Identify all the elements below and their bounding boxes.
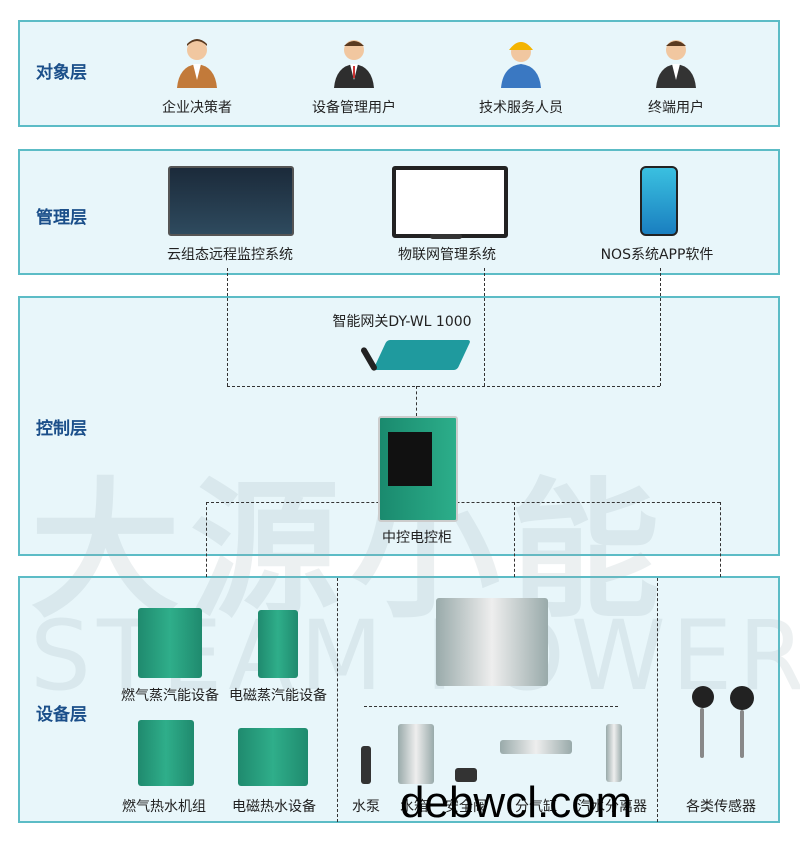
object-layer-panel <box>18 20 780 127</box>
system-label: 物联网管理系统 <box>398 247 496 263</box>
connector-line <box>660 268 661 386</box>
phone-image <box>640 166 678 236</box>
connector-line <box>206 502 720 503</box>
connector-line <box>720 502 721 577</box>
user-label: 企业决策者 <box>162 100 232 116</box>
device-label: 燃气蒸汽能设备 <box>121 688 219 704</box>
gas-water-unit-image <box>138 720 194 786</box>
site-watermark: debwcl.com <box>400 778 633 827</box>
accessory-label: 水箱 <box>400 799 428 815</box>
control-cabinet-image <box>378 416 458 522</box>
accessory-label: 水泵 <box>352 799 380 815</box>
connector-line <box>206 502 207 577</box>
layer-title-object: 对象层 <box>36 63 87 83</box>
electric-water-device-image <box>238 728 308 786</box>
user-label: 技术服务人员 <box>479 100 563 116</box>
steam-header-image <box>500 740 572 754</box>
sensor-image <box>692 686 714 708</box>
user-label: 终端用户 <box>648 100 704 116</box>
device-label: 电磁热水设备 <box>232 799 316 815</box>
sensor-probe <box>740 710 744 758</box>
sensor-image <box>730 686 754 710</box>
water-tank-image <box>398 724 434 784</box>
connector-line <box>227 268 228 386</box>
safety-valve-image <box>455 768 477 782</box>
connector-line <box>364 706 618 707</box>
person-icon <box>177 39 217 88</box>
system-label: 云组态远程监控系统 <box>167 247 293 263</box>
accessory-label: 分气缸 <box>515 799 557 815</box>
accessory-label: 汽水分离器 <box>577 799 647 815</box>
monitor-image <box>392 166 508 238</box>
connector-line <box>514 502 515 577</box>
worker-icon <box>501 42 541 88</box>
sensor-probe <box>700 708 704 758</box>
layer-title-management: 管理层 <box>36 208 87 228</box>
layer-title-control: 控制层 <box>36 419 87 439</box>
monitor-stand <box>430 234 462 239</box>
electric-steam-device-image <box>258 610 298 678</box>
gateway-label: 智能网关DY-WL 1000 <box>332 314 472 330</box>
gas-steam-device-image <box>138 608 202 678</box>
user-label: 设备管理用户 <box>312 100 396 116</box>
person-icon <box>656 40 696 88</box>
connector-line <box>227 386 660 387</box>
connector-line <box>657 578 658 822</box>
device-label: 电磁蒸汽能设备 <box>229 688 327 704</box>
water-treatment-image <box>436 598 548 686</box>
accessory-label: 安全阀 <box>445 799 487 815</box>
cabinet-label: 中控电控柜 <box>382 530 452 546</box>
system-label: NOS系统APP软件 <box>600 247 714 263</box>
water-pump-image <box>361 746 371 784</box>
layer-title-device: 设备层 <box>36 705 87 725</box>
sensor-label: 各类传感器 <box>686 799 756 815</box>
connector-line <box>337 578 338 822</box>
gateway-device-image <box>373 340 471 370</box>
connector-line <box>484 268 485 386</box>
monitoring-wall-image <box>168 166 294 236</box>
device-label: 燃气热水机组 <box>122 799 206 815</box>
separator-image <box>606 724 622 782</box>
person-icon <box>334 40 374 88</box>
connector-line <box>416 386 417 416</box>
